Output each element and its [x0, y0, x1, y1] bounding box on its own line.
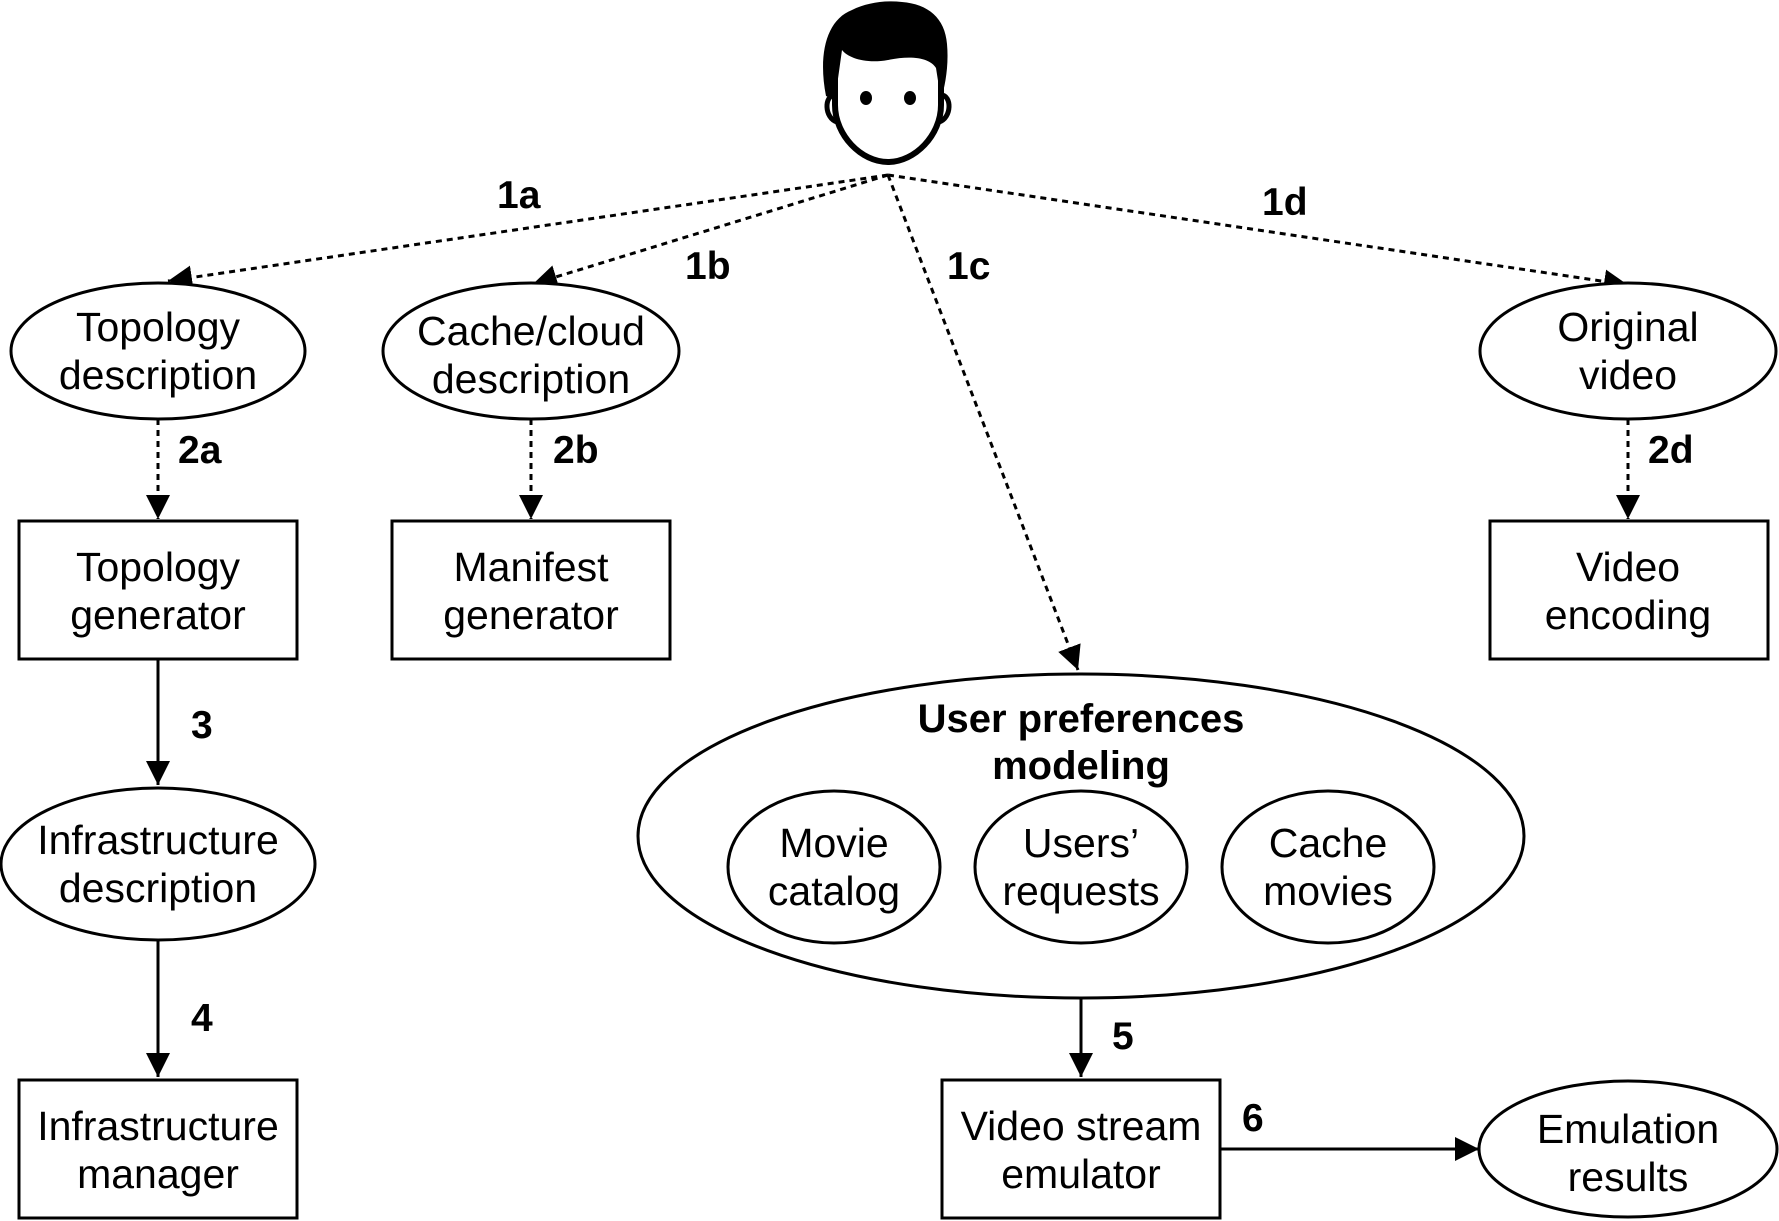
svg-text:Video stream: Video stream	[961, 1103, 1202, 1149]
step-label-5: 5	[1112, 1015, 1134, 1058]
svg-text:Infrastructure: Infrastructure	[37, 1103, 279, 1149]
svg-text:results: results	[1568, 1154, 1689, 1200]
edge-1a	[167, 173, 889, 290]
svg-text:Users’: Users’	[1023, 820, 1139, 866]
topology-generator-node: Topology generator	[17, 519, 299, 661]
user-avatar-icon	[823, 1, 952, 166]
step-label-1d: 1d	[1262, 181, 1308, 224]
svg-text:catalog: catalog	[768, 868, 900, 914]
step-label-1c: 1c	[947, 245, 990, 288]
svg-text:emulator: emulator	[1001, 1151, 1161, 1197]
svg-text:generator: generator	[70, 592, 246, 638]
users-requests-node: Users’ requests	[973, 789, 1189, 945]
svg-text:Cache/cloud: Cache/cloud	[417, 308, 645, 354]
video-stream-emulator-node: Video stream emulator	[940, 1078, 1222, 1220]
svg-text:modeling: modeling	[992, 744, 1170, 788]
step-label-2d: 2d	[1648, 429, 1694, 472]
step-label-4: 4	[191, 997, 213, 1040]
infrastructure-description-node: Infrastructure description	[0, 786, 317, 942]
svg-text:Emulation: Emulation	[1537, 1106, 1719, 1152]
step-label-2a: 2a	[178, 429, 222, 472]
svg-text:generator: generator	[443, 592, 619, 638]
topology-description-node: Topology description	[9, 281, 307, 421]
svg-text:description: description	[59, 352, 257, 398]
cache-cloud-description-node: Cache/cloud description	[381, 281, 681, 421]
infrastructure-manager-node: Infrastructure manager	[17, 1078, 299, 1220]
svg-text:Cache: Cache	[1269, 820, 1388, 866]
movie-catalog-node: Movie catalog	[726, 789, 942, 945]
step-label-2b: 2b	[553, 429, 599, 472]
video-encoding-node: Video encoding	[1488, 519, 1770, 661]
svg-text:video: video	[1579, 352, 1677, 398]
edge-1b	[532, 173, 889, 289]
edge-1d	[887, 173, 1629, 294]
svg-text:description: description	[432, 356, 630, 402]
svg-text:movies: movies	[1263, 868, 1393, 914]
svg-text:description: description	[59, 865, 257, 911]
svg-text:encoding: encoding	[1545, 592, 1711, 638]
svg-text:Video: Video	[1576, 544, 1680, 590]
svg-text:requests: requests	[1002, 868, 1159, 914]
svg-text:Topology: Topology	[76, 304, 241, 350]
step-label-3: 3	[191, 704, 213, 747]
svg-text:User preferences: User preferences	[918, 697, 1245, 741]
manifest-generator-node: Manifest generator	[390, 519, 672, 661]
step-label-1b: 1b	[685, 245, 731, 288]
emulation-results-node: Emulation results	[1477, 1079, 1779, 1219]
edge-1c	[886, 174, 1081, 671]
svg-text:Manifest: Manifest	[454, 544, 610, 590]
step-label-6: 6	[1242, 1097, 1264, 1140]
svg-text:Topology: Topology	[76, 544, 241, 590]
svg-text:Infrastructure: Infrastructure	[37, 817, 279, 863]
svg-text:Movie: Movie	[779, 820, 888, 866]
step-label-1a: 1a	[497, 174, 541, 217]
original-video-node: Original video	[1478, 281, 1778, 421]
svg-text:manager: manager	[77, 1151, 239, 1197]
svg-text:Original: Original	[1557, 304, 1698, 350]
cache-movies-node: Cache movies	[1220, 789, 1436, 945]
